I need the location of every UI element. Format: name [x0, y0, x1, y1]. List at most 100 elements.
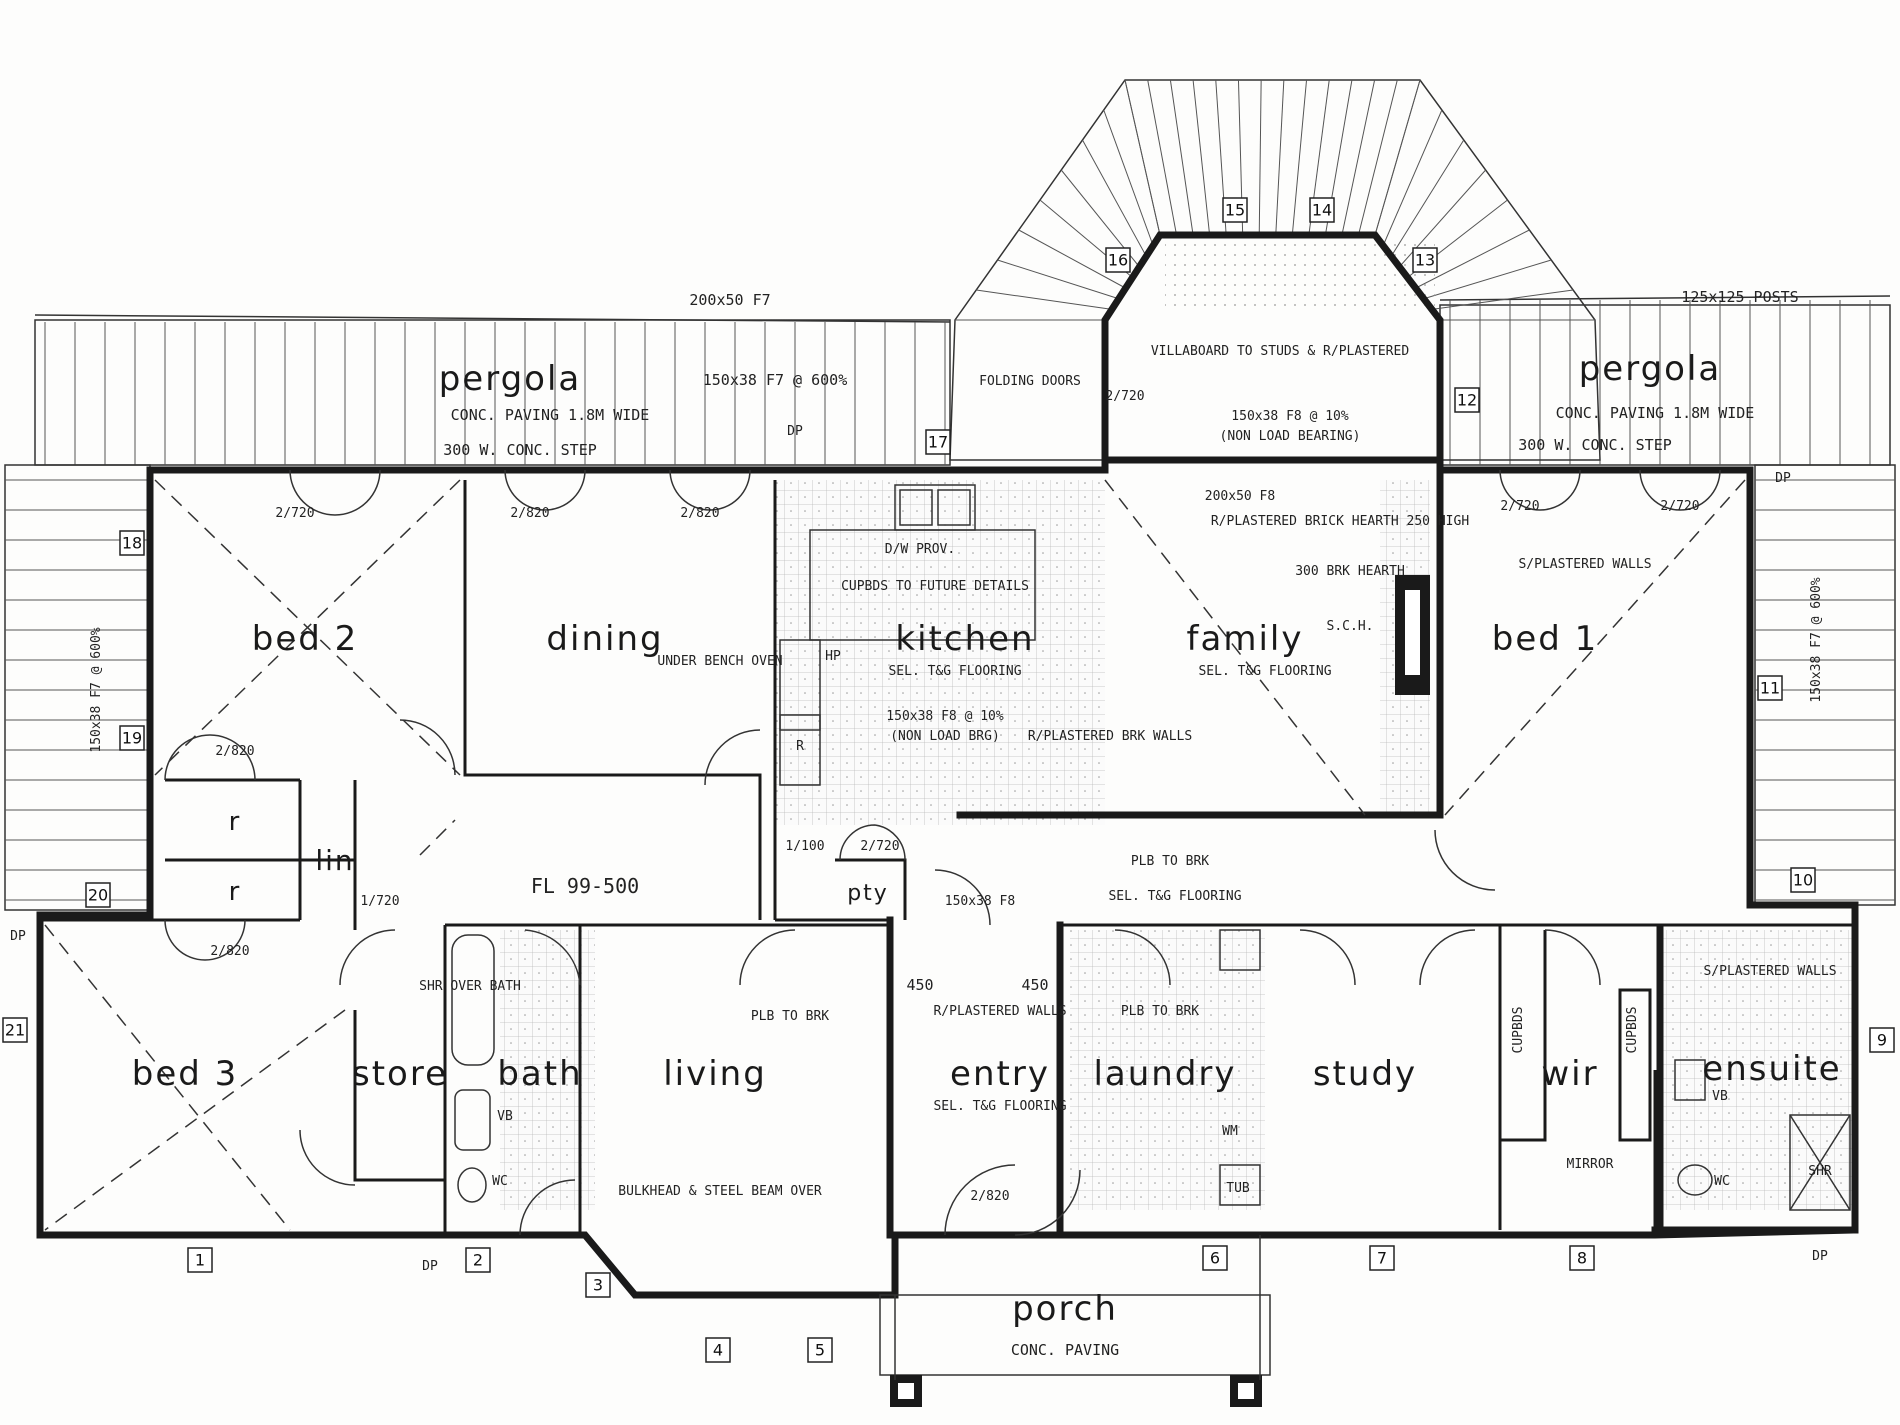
door-swings	[164, 469, 1721, 1236]
note-shr-over-bath: SHR OVER BATH	[419, 979, 521, 994]
window-tag-9: 9	[1869, 1027, 1895, 1053]
room-bed-1: bed 1	[1492, 619, 1599, 659]
note-door-linen: 1/720	[360, 894, 399, 909]
note-door-robe: 2/820	[215, 744, 254, 759]
window-tag-13: 13	[1412, 247, 1438, 273]
room-pergola-right: pergola	[1579, 349, 1722, 389]
window-tag-8: 8	[1569, 1245, 1595, 1271]
svg-text:7: 7	[1377, 1249, 1387, 1268]
window-tag-18: 18	[119, 530, 145, 556]
svg-text:1: 1	[195, 1251, 205, 1270]
room-pantry: pty	[847, 881, 889, 906]
note-dp-left: DP	[10, 929, 26, 944]
room-bed-2: bed 2	[252, 619, 359, 659]
note-floor-level: FL 99-500	[531, 874, 639, 898]
note-kitchen-cupboards: CUPBDS TO FUTURE DETAILS	[841, 579, 1029, 594]
svg-text:11: 11	[1760, 679, 1780, 698]
note-kitchen-beam-sub: (NON LOAD BRG)	[890, 729, 1000, 744]
note-tub: TUB	[1226, 1181, 1250, 1196]
note-living-plb: PLB TO BRK	[751, 1009, 829, 1024]
note-plb-hall: PLB TO BRK	[1131, 854, 1209, 869]
pergola-left	[34, 314, 951, 466]
note-mirror: MIRROR	[1567, 1157, 1614, 1172]
note-entry-walls: R/PLASTERED WALLS	[933, 1004, 1066, 1019]
note-door-entry: 2/820	[970, 1189, 1009, 1204]
window-tag-10: 10	[1790, 867, 1816, 893]
note-bed1-walls: S/PLASTERED WALLS	[1518, 557, 1651, 572]
window-tag-21: 21	[2, 1017, 28, 1043]
room-kitchen: kitchen	[895, 619, 1034, 659]
room-entry: entry	[950, 1054, 1050, 1094]
window-tag-12: 12	[1454, 387, 1480, 413]
note-ensuite-walls: S/PLASTERED WALLS	[1703, 964, 1836, 979]
window-tag-14: 14	[1309, 197, 1335, 223]
note-door-bed2: 2/720	[275, 506, 314, 521]
note-wc: WC	[492, 1174, 508, 1189]
svg-text:9: 9	[1877, 1031, 1887, 1050]
room-living: living	[663, 1054, 767, 1094]
note-door-bed1-1: 2/720	[1500, 499, 1539, 514]
note-plastered-brick: R/PLASTERED BRK WALLS	[1028, 729, 1192, 744]
svg-text:21: 21	[5, 1021, 25, 1040]
svg-text:4: 4	[713, 1341, 723, 1360]
room-family: family	[1187, 619, 1304, 659]
note-laundry-plb: PLB TO BRK	[1121, 1004, 1199, 1019]
laundry-tiles	[1070, 930, 1265, 1210]
note-kitchen-beam: 150x38 F8 @ 10%	[886, 709, 1004, 724]
annotations: FL 99-500 CONC. PAVING 1.8M WIDE CONC. P…	[10, 288, 1836, 1359]
window-tag-15: 15	[1222, 197, 1248, 223]
porch-structure	[879, 1235, 1271, 1407]
laundry-fixtures	[1219, 929, 1261, 1206]
note-step-left: 300 W. CONC. STEP	[443, 441, 597, 459]
note-under-bench: UNDER BENCH OVEN	[657, 654, 782, 669]
svg-text:8: 8	[1577, 1249, 1587, 1268]
room-porch: porch	[1012, 1289, 1118, 1329]
svg-text:12: 12	[1457, 391, 1477, 410]
svg-text:5: 5	[815, 1341, 825, 1360]
note-hall-beam: 150x38 F8	[945, 894, 1015, 909]
note-weatherboard: VILLABOARD TO STUDS & R/PLASTERED	[1151, 344, 1409, 359]
note-hearth-wall: R/PLASTERED BRICK HEARTH 250 HIGH	[1211, 514, 1469, 529]
room-robe-1: r	[229, 807, 242, 837]
room-study: study	[1313, 1054, 1417, 1094]
note-pergola-right-paving: CONC. PAVING 1.8M WIDE	[1556, 404, 1755, 422]
svg-text:16: 16	[1108, 251, 1128, 270]
note-dim-450-a: 450	[906, 976, 933, 994]
window-tag-16: 16	[1105, 247, 1131, 273]
room-labels: bed 2 dining kitchen family bed 1 bed 3 …	[132, 349, 1840, 1329]
note-bulkhead: BULKHEAD & STEEL BEAM OVER	[618, 1184, 822, 1199]
room-bed-3: bed 3	[132, 1054, 239, 1094]
note-posts-right: 125x125 POSTS	[1681, 288, 1798, 306]
svg-text:19: 19	[122, 729, 142, 748]
note-dp-bottom-left: DP	[422, 1259, 438, 1274]
bay-pergola	[949, 79, 1601, 461]
note-vb: VB	[497, 1109, 513, 1124]
note-porch-paving: CONC. PAVING	[1011, 1341, 1119, 1359]
svg-text:2: 2	[473, 1251, 483, 1270]
note-door-bed1-2: 2/720	[1660, 499, 1699, 514]
note-door-folding: 2/720	[1105, 389, 1144, 404]
note-beam-left: 200x50 F7	[689, 291, 770, 309]
note-shr: SHR	[1808, 1164, 1832, 1179]
note-door-dining-1: 2/820	[510, 506, 549, 521]
window-tag-19: 19	[119, 725, 145, 751]
window-tag-2: 2	[465, 1247, 491, 1273]
note-folding-doors: FOLDING DOORS	[979, 374, 1081, 389]
note-rafters-leftside: 150x38 F7 @ 600%	[89, 627, 104, 752]
svg-text:14: 14	[1312, 201, 1332, 220]
note-pergola-left-paving: CONC. PAVING 1.8M WIDE	[451, 406, 650, 424]
note-wm: WM	[1222, 1124, 1238, 1139]
fireplace	[1395, 575, 1430, 695]
note-dp-top: DP	[787, 424, 803, 439]
note-door-pantry: 2/720	[860, 839, 899, 854]
note-rafters-left: 150x38 F7 @ 600%	[703, 371, 848, 389]
bath-fixtures	[451, 934, 495, 1203]
note-hearth: 300 BRK HEARTH	[1295, 564, 1405, 579]
room-bath: bath	[497, 1054, 582, 1094]
svg-text:10: 10	[1793, 871, 1813, 890]
note-family-floor: SEL. T&G FLOORING	[1198, 664, 1331, 679]
window-tag-17: 17	[925, 429, 951, 455]
note-wc-ensuite: WC	[1714, 1174, 1730, 1189]
